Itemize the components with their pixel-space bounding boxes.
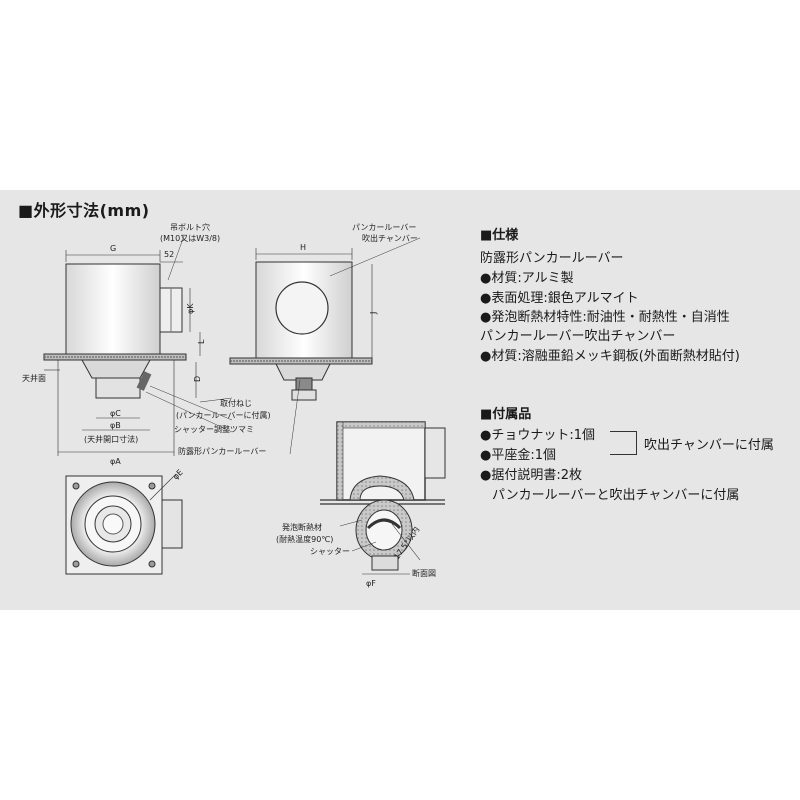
dim-e: φE xyxy=(171,468,185,482)
dim-b: φB xyxy=(110,421,121,430)
accessory-item: ●平座金:1個 xyxy=(480,448,556,463)
label-section-view: 断面図 xyxy=(412,568,436,578)
spec-line: ●材質:溶融亜鉛メッキ鋼板(外面断熱材貼付) xyxy=(480,349,740,364)
bracket-note: 吹出チャンバーに付属 xyxy=(644,438,774,453)
dim-j: J xyxy=(369,312,378,315)
section-view xyxy=(320,421,446,575)
dim-g: G xyxy=(110,244,116,253)
dim-52: 52 xyxy=(164,250,174,259)
dim-k: φK xyxy=(186,303,195,314)
label-mounting-screw-note: (パンカールーバーに付属) xyxy=(176,410,271,420)
dim-h: H xyxy=(300,243,306,252)
side-view xyxy=(229,248,373,401)
leader-lines xyxy=(145,235,421,552)
label-hanger-bolt-spec: (M10又はW3/8) xyxy=(160,234,220,243)
spec-heading: ■仕様 xyxy=(480,228,519,243)
label-hanger-bolt-hole: 吊ボルト穴 xyxy=(170,222,210,232)
accessory-bracket xyxy=(610,431,637,455)
dim-a: φA xyxy=(110,457,121,466)
spec-line: ●発泡断熱材特性:耐油性・耐熱性・自消性 xyxy=(480,310,730,325)
section-title: ■外形寸法(mm) xyxy=(18,201,150,220)
label-chamber-1: パンカールーバー xyxy=(352,223,416,232)
dim-c: φC xyxy=(110,409,121,418)
accessory-note: パンカールーバーと吹出チャンバーに付属 xyxy=(492,488,740,503)
dim-f: φF xyxy=(366,579,376,588)
spec-line: ●材質:アルミ製 xyxy=(480,271,574,286)
accessory-item: ●チョウナット:1個 xyxy=(480,428,595,443)
label-heat-resistance: (耐熱温度90℃) xyxy=(276,534,333,544)
label-shutter-knob: シャッター調整ツマミ xyxy=(174,424,254,434)
label-ceiling-surface: 天井面 xyxy=(22,373,46,383)
dim-l: L xyxy=(197,339,206,344)
dim-d: D xyxy=(193,376,202,382)
front-view xyxy=(43,250,201,456)
accessories-heading: ■付属品 xyxy=(480,407,532,422)
spec-line: 防露形パンカールーバー xyxy=(480,251,624,266)
label-mounting-screw: 取付ねじ xyxy=(220,398,252,408)
label-chamber-2: 吹出チャンバー xyxy=(362,233,418,243)
label-foam-insulation: 発泡断熱材 xyxy=(282,522,322,532)
label-ceiling-opening: (天井開口寸法) xyxy=(84,434,138,444)
label-shutter: シャッター xyxy=(310,547,350,556)
spec-line: ●表面処理:銀色アルマイト xyxy=(480,291,639,306)
accessory-item: ●据付説明書:2枚 xyxy=(480,468,582,483)
label-louver-name: 防露形パンカールーバー xyxy=(178,446,266,456)
top-view xyxy=(65,473,183,575)
spec-line: パンカールーバー吹出チャンバー xyxy=(480,329,676,344)
